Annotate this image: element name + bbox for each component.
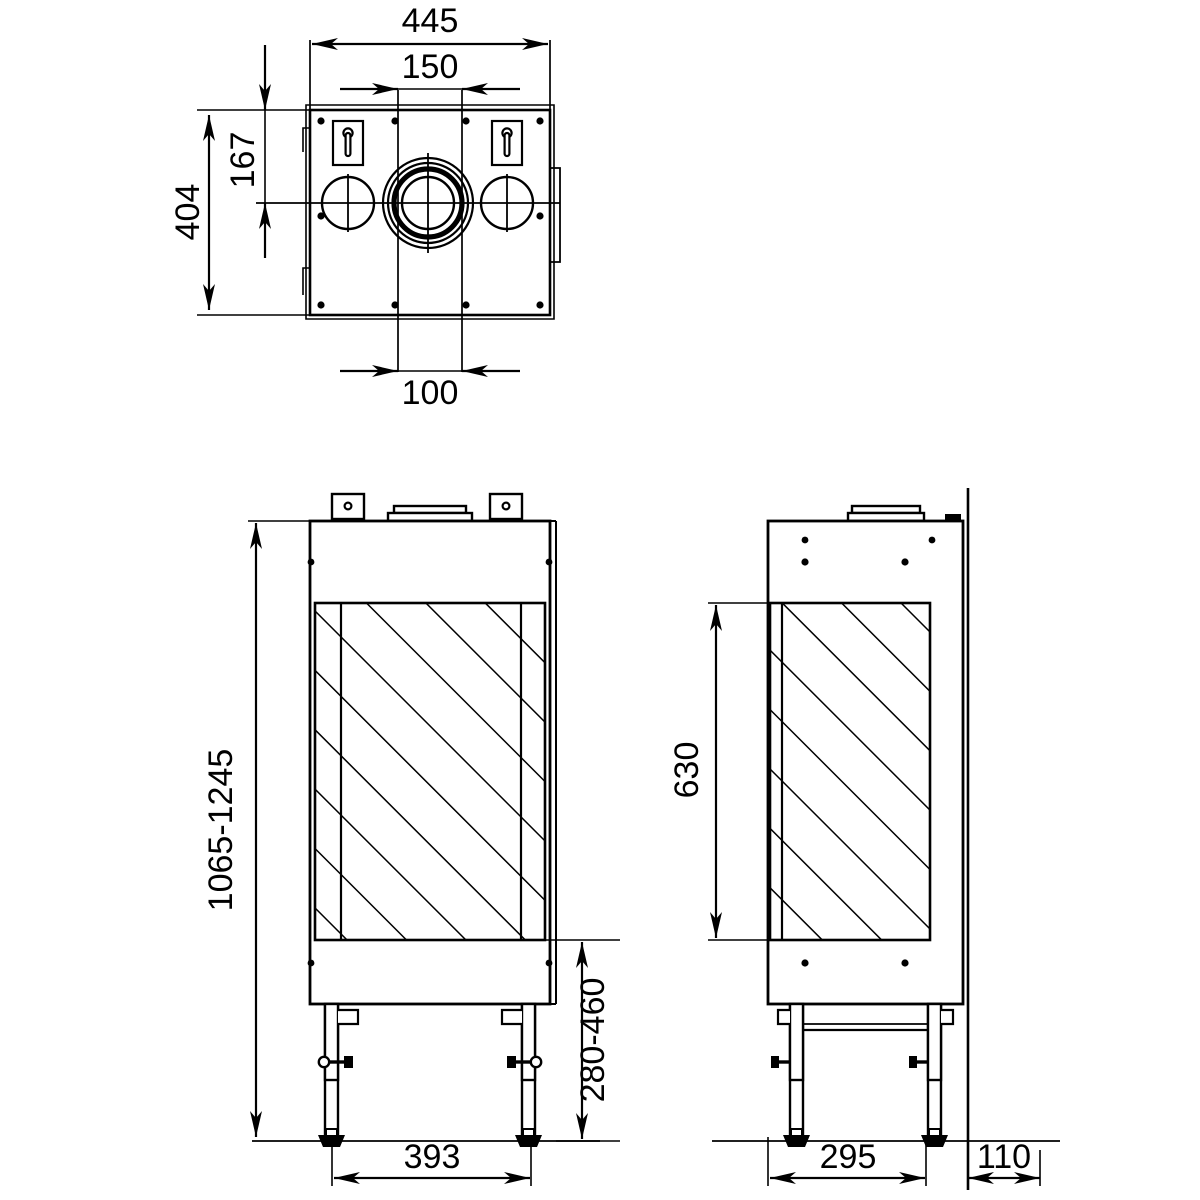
dim-295-label: 295: [820, 1138, 877, 1176]
dim-110-label: 110: [977, 1138, 1031, 1176]
side-view-right-leg-gusset: [941, 1008, 955, 1026]
top-view-left-tab: [302, 127, 310, 152]
dim-630-label: 630: [668, 742, 706, 799]
top-view: 445 150 404 167 100: [169, 2, 561, 412]
side-view: 630 295 110: [668, 488, 1060, 1190]
side-view-left-foot-collar: [790, 1128, 803, 1137]
dim-404-label: 404: [169, 184, 207, 241]
front-view-right-foot-collar: [522, 1128, 535, 1137]
dim-110: 110: [968, 1138, 1041, 1186]
top-view-plate-outline: [308, 108, 552, 317]
top-view-plate-frame: [305, 104, 555, 320]
front-view-right-leg-upper: [520, 1002, 537, 1082]
side-view-right-leg-clamp-head: [909, 1056, 917, 1068]
dim-1065-1245: 1065-1245: [202, 520, 330, 1137]
front-view-right-leg-clamp-eye: [529, 1055, 543, 1069]
top-view-right-tab: [551, 167, 561, 263]
side-view-right-foot-collar: [928, 1128, 941, 1137]
front-view-left-leg-upper: [323, 1002, 340, 1082]
dim-167: 167: [224, 45, 271, 258]
dim-280-460: 280-460: [545, 939, 620, 1142]
dim-404: 404: [169, 109, 312, 316]
side-view-hatched-panel: [768, 601, 932, 942]
dim-393-label: 393: [404, 1138, 461, 1176]
dim-630: 630: [668, 602, 790, 941]
front-view-right-leg-gusset: [500, 1008, 522, 1026]
dim-445: 445: [312, 2, 548, 50]
front-view-left-leg-clamp-eye: [317, 1055, 331, 1069]
dim-445-label: 445: [402, 2, 459, 40]
side-view-top-spigot: [846, 504, 926, 523]
side-view-left-leg-upper: [788, 1002, 805, 1082]
dim-150-label: 150: [402, 48, 459, 86]
front-view-left-leg-clamp-head: [344, 1056, 353, 1068]
front-view-hatched-panel: [313, 601, 547, 942]
top-view-keyhole-bracket-right: [490, 119, 524, 167]
dim-295: 295: [767, 1137, 927, 1186]
dim-393: 393: [331, 1137, 532, 1186]
side-view-left-leg-gusset: [776, 1008, 790, 1026]
dim-167-label: 167: [224, 132, 262, 189]
top-view-keyhole-bracket-left: [331, 119, 365, 167]
dim-280-460-label: 280-460: [574, 978, 612, 1103]
side-view-left-leg-clamp-head: [771, 1056, 779, 1068]
front-view-left-foot-collar: [325, 1128, 338, 1137]
front-view-body-dots: [307, 558, 553, 967]
front-view-top-spigot: [386, 504, 474, 523]
front-view-left-leg-gusset: [338, 1008, 360, 1026]
side-view-right-leg-upper: [926, 1002, 943, 1082]
front-view-right-leg-clamp-head: [507, 1056, 516, 1068]
dim-150: 150: [340, 48, 520, 95]
side-view-top-right-tab: [945, 514, 961, 521]
top-view-fixing-dots: [317, 117, 544, 309]
side-view-legs: [771, 1002, 955, 1147]
side-view-body-dots: [801, 536, 936, 967]
front-view-top-brackets: [330, 492, 524, 521]
dim-100-label: 100: [402, 374, 459, 412]
top-view-left-tab-lower: [302, 267, 310, 295]
dim-100: 100: [340, 365, 520, 412]
front-view: 1065-1245 280-460 393: [202, 492, 620, 1186]
dim-1065-1245-label: 1065-1245: [202, 749, 240, 912]
